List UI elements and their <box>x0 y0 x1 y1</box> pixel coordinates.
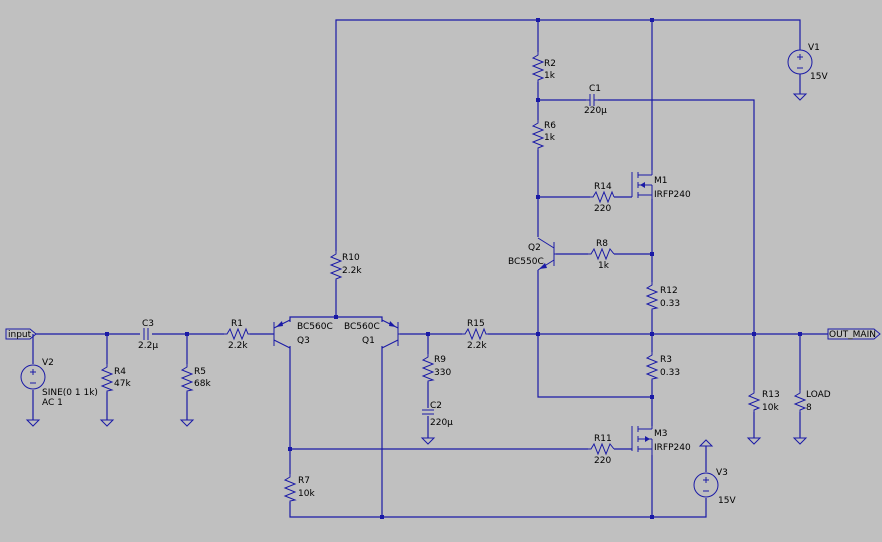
R3-value: 0.33 <box>660 368 680 378</box>
R6-ref: R6 <box>544 121 556 131</box>
M1-model: IRFP240 <box>654 190 691 200</box>
Q2-model: BC550C <box>508 257 544 267</box>
R7-value: 10k <box>298 489 315 499</box>
resistor-R14[interactable]: R14 220 <box>590 182 615 214</box>
R15-value: 2.2k <box>467 341 487 351</box>
Q3-ref: Q3 <box>297 336 310 346</box>
port-input[interactable]: input <box>5 328 37 340</box>
R5-value: 68k <box>194 379 211 389</box>
R14-value: 220 <box>594 204 611 214</box>
C3-value: 2.2µ <box>138 341 158 351</box>
R2-value: 1k <box>544 71 556 81</box>
ground-icon <box>25 419 41 427</box>
wires <box>32 19 828 518</box>
R12-ref: R12 <box>660 286 678 296</box>
capacitor-C1[interactable]: C1 220µ <box>584 84 607 116</box>
R1-ref: R1 <box>231 319 243 329</box>
Q2-ref: Q2 <box>528 243 541 253</box>
resistor-LOAD[interactable]: LOAD 8 <box>793 390 831 413</box>
V2-ac: AC 1 <box>42 398 63 408</box>
mosfet-M1[interactable]: M1 IRFP240 <box>631 170 691 200</box>
C1-ref: C1 <box>589 84 601 94</box>
C2-value: 220µ <box>430 418 453 428</box>
R11-ref: R11 <box>594 434 612 444</box>
R3-ref: R3 <box>660 355 672 365</box>
ground-icon <box>746 437 762 445</box>
V1-value: 15V <box>810 72 828 82</box>
transistor-Q1[interactable]: BC560C Q1 <box>344 319 400 349</box>
R14-ref: R14 <box>594 182 612 192</box>
resistor-R15[interactable]: R15 2.2k <box>462 319 488 351</box>
port-out-main[interactable]: OUT_MAIN <box>827 328 881 340</box>
resistor-R5[interactable]: R5 68k <box>180 364 211 392</box>
Q3-model: BC560C <box>297 322 333 332</box>
ground-icon <box>792 437 808 445</box>
resistor-R3[interactable]: R3 0.33 <box>645 352 680 380</box>
resistor-R1[interactable]: R1 2.2k <box>224 319 250 351</box>
V3-value: 15V <box>718 496 736 506</box>
R8-value: 1k <box>598 261 610 271</box>
Q1-ref: Q1 <box>362 336 375 346</box>
voltage-source-V2[interactable]: V2 SINE(0 1 1k) AC 1 <box>20 358 98 408</box>
transistor-Q2[interactable]: Q2 BC550C <box>508 237 556 271</box>
R8-ref: R8 <box>596 239 608 249</box>
R4-ref: R4 <box>114 367 126 377</box>
ground-icon <box>179 419 195 427</box>
junction-dots <box>105 18 802 519</box>
resistor-R4[interactable]: R4 47k <box>100 364 131 392</box>
resistor-R6[interactable]: R6 1k <box>531 120 556 150</box>
R12-value: 0.33 <box>660 299 680 309</box>
resistor-R9[interactable]: R9 330 <box>421 354 451 382</box>
voltage-source-V1[interactable]: V1 15V <box>787 43 828 82</box>
ground-symbols <box>25 93 808 447</box>
resistor-R8[interactable]: R8 1k <box>588 239 615 271</box>
R10-value: 2.2k <box>342 266 362 276</box>
resistor-R2[interactable]: R2 1k <box>531 52 556 82</box>
resistor-R11[interactable]: R11 220 <box>588 434 615 466</box>
R10-ref: R10 <box>342 253 360 263</box>
R9-ref: R9 <box>434 355 446 365</box>
R6-value: 1k <box>544 133 556 143</box>
LOAD-value: 8 <box>806 403 812 413</box>
Q1-model: BC560C <box>344 322 380 332</box>
R11-value: 220 <box>594 456 611 466</box>
V3-ref: V3 <box>716 468 728 478</box>
R13-value: 10k <box>762 403 779 413</box>
resistor-R12[interactable]: R12 0.33 <box>645 282 680 310</box>
mosfet-M3[interactable]: M3 IRFP240 <box>631 426 691 455</box>
ground-icon <box>99 419 115 427</box>
ground-icon <box>792 93 808 101</box>
R7-ref: R7 <box>298 476 310 486</box>
ground-icon <box>698 439 714 447</box>
ground-icon <box>420 437 436 445</box>
V2-ref: V2 <box>42 358 54 368</box>
C1-value: 220µ <box>584 106 607 116</box>
LOAD-ref: LOAD <box>806 390 831 400</box>
capacitor-C3[interactable]: C3 2.2µ <box>138 319 158 351</box>
M3-ref: M3 <box>654 429 668 439</box>
R5-ref: R5 <box>194 367 206 377</box>
resistor-R10[interactable]: R10 2.2k <box>329 251 362 280</box>
R1-value: 2.2k <box>228 341 248 351</box>
M3-model: IRFP240 <box>654 443 691 453</box>
C2-ref: C2 <box>430 401 442 411</box>
R9-value: 330 <box>434 368 451 378</box>
capacitor-C2[interactable]: C2 220µ <box>422 401 453 428</box>
R2-ref: R2 <box>544 59 556 69</box>
voltage-source-V3[interactable]: V3 15V <box>693 468 736 506</box>
V2-value: SINE(0 1 1k) <box>42 388 98 398</box>
V1-ref: V1 <box>808 43 820 53</box>
port-out-main-label: OUT_MAIN <box>829 330 876 340</box>
transistor-Q3[interactable]: BC560C Q3 <box>273 319 333 349</box>
R4-value: 47k <box>114 379 131 389</box>
resistor-R13[interactable]: R13 10k <box>747 390 780 413</box>
port-input-label: input <box>8 330 32 340</box>
M1-ref: M1 <box>654 176 668 186</box>
R15-ref: R15 <box>467 319 485 329</box>
resistor-R7[interactable]: R7 10k <box>283 474 315 502</box>
R13-ref: R13 <box>762 390 780 400</box>
C3-ref: C3 <box>142 319 154 329</box>
